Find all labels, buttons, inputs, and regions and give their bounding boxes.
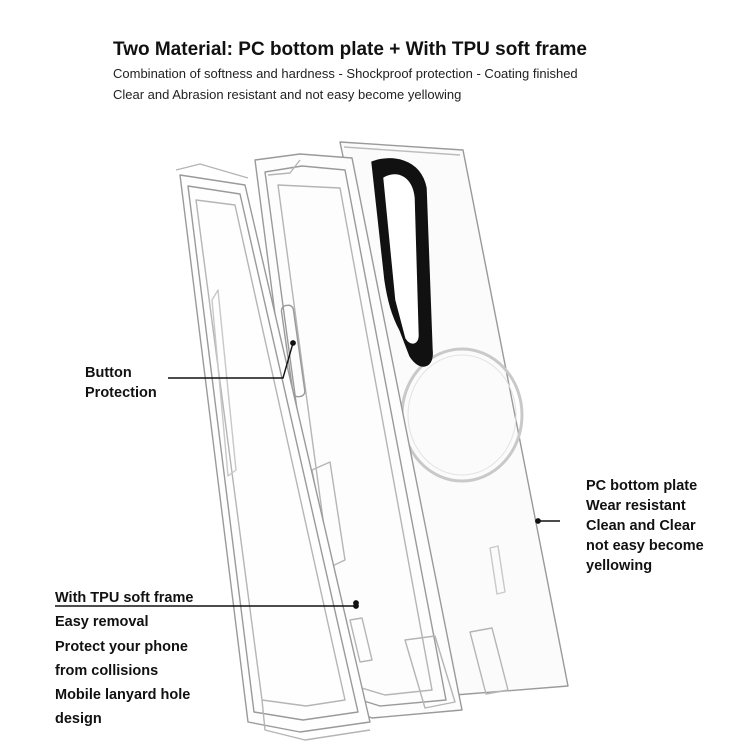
page-title: Two Material: PC bottom plate + With TPU… — [113, 39, 587, 60]
tpu-frame-callout: With TPU soft frame Easy removal Protect… — [55, 586, 193, 732]
airbag-shell — [175, 163, 371, 741]
callout-line: Protection — [85, 385, 157, 401]
callout-line: Easy removal — [55, 614, 149, 631]
button-leader-line — [168, 342, 294, 379]
description-line-2: Clear and Abrasion resistant and not eas… — [113, 87, 462, 102]
callout-line: Protect your phone — [55, 638, 188, 655]
button-protection-callout: Button Protection — [85, 363, 157, 403]
callout-line: PC bottom plate — [586, 478, 698, 494]
callout-line: Button — [85, 365, 132, 381]
callout-line: yellowing — [586, 558, 653, 574]
callout-line: Mobile lanyard hole — [55, 687, 191, 704]
callout-line: design — [55, 711, 102, 728]
callout-line: not easy become — [586, 538, 704, 554]
callout-line: With TPU soft frame — [55, 590, 194, 606]
callout-line: Clean and Clear — [586, 518, 696, 534]
callout-line: Wear resistant — [586, 498, 686, 514]
description-line-1: Combination of softness and hardness - S… — [113, 66, 578, 81]
callout-line: from collisions — [55, 662, 159, 679]
header: Two Material: PC bottom plate + With TPU… — [113, 38, 733, 104]
pc-plate-callout: PC bottom plate Wear resistant Clean and… — [586, 476, 704, 576]
